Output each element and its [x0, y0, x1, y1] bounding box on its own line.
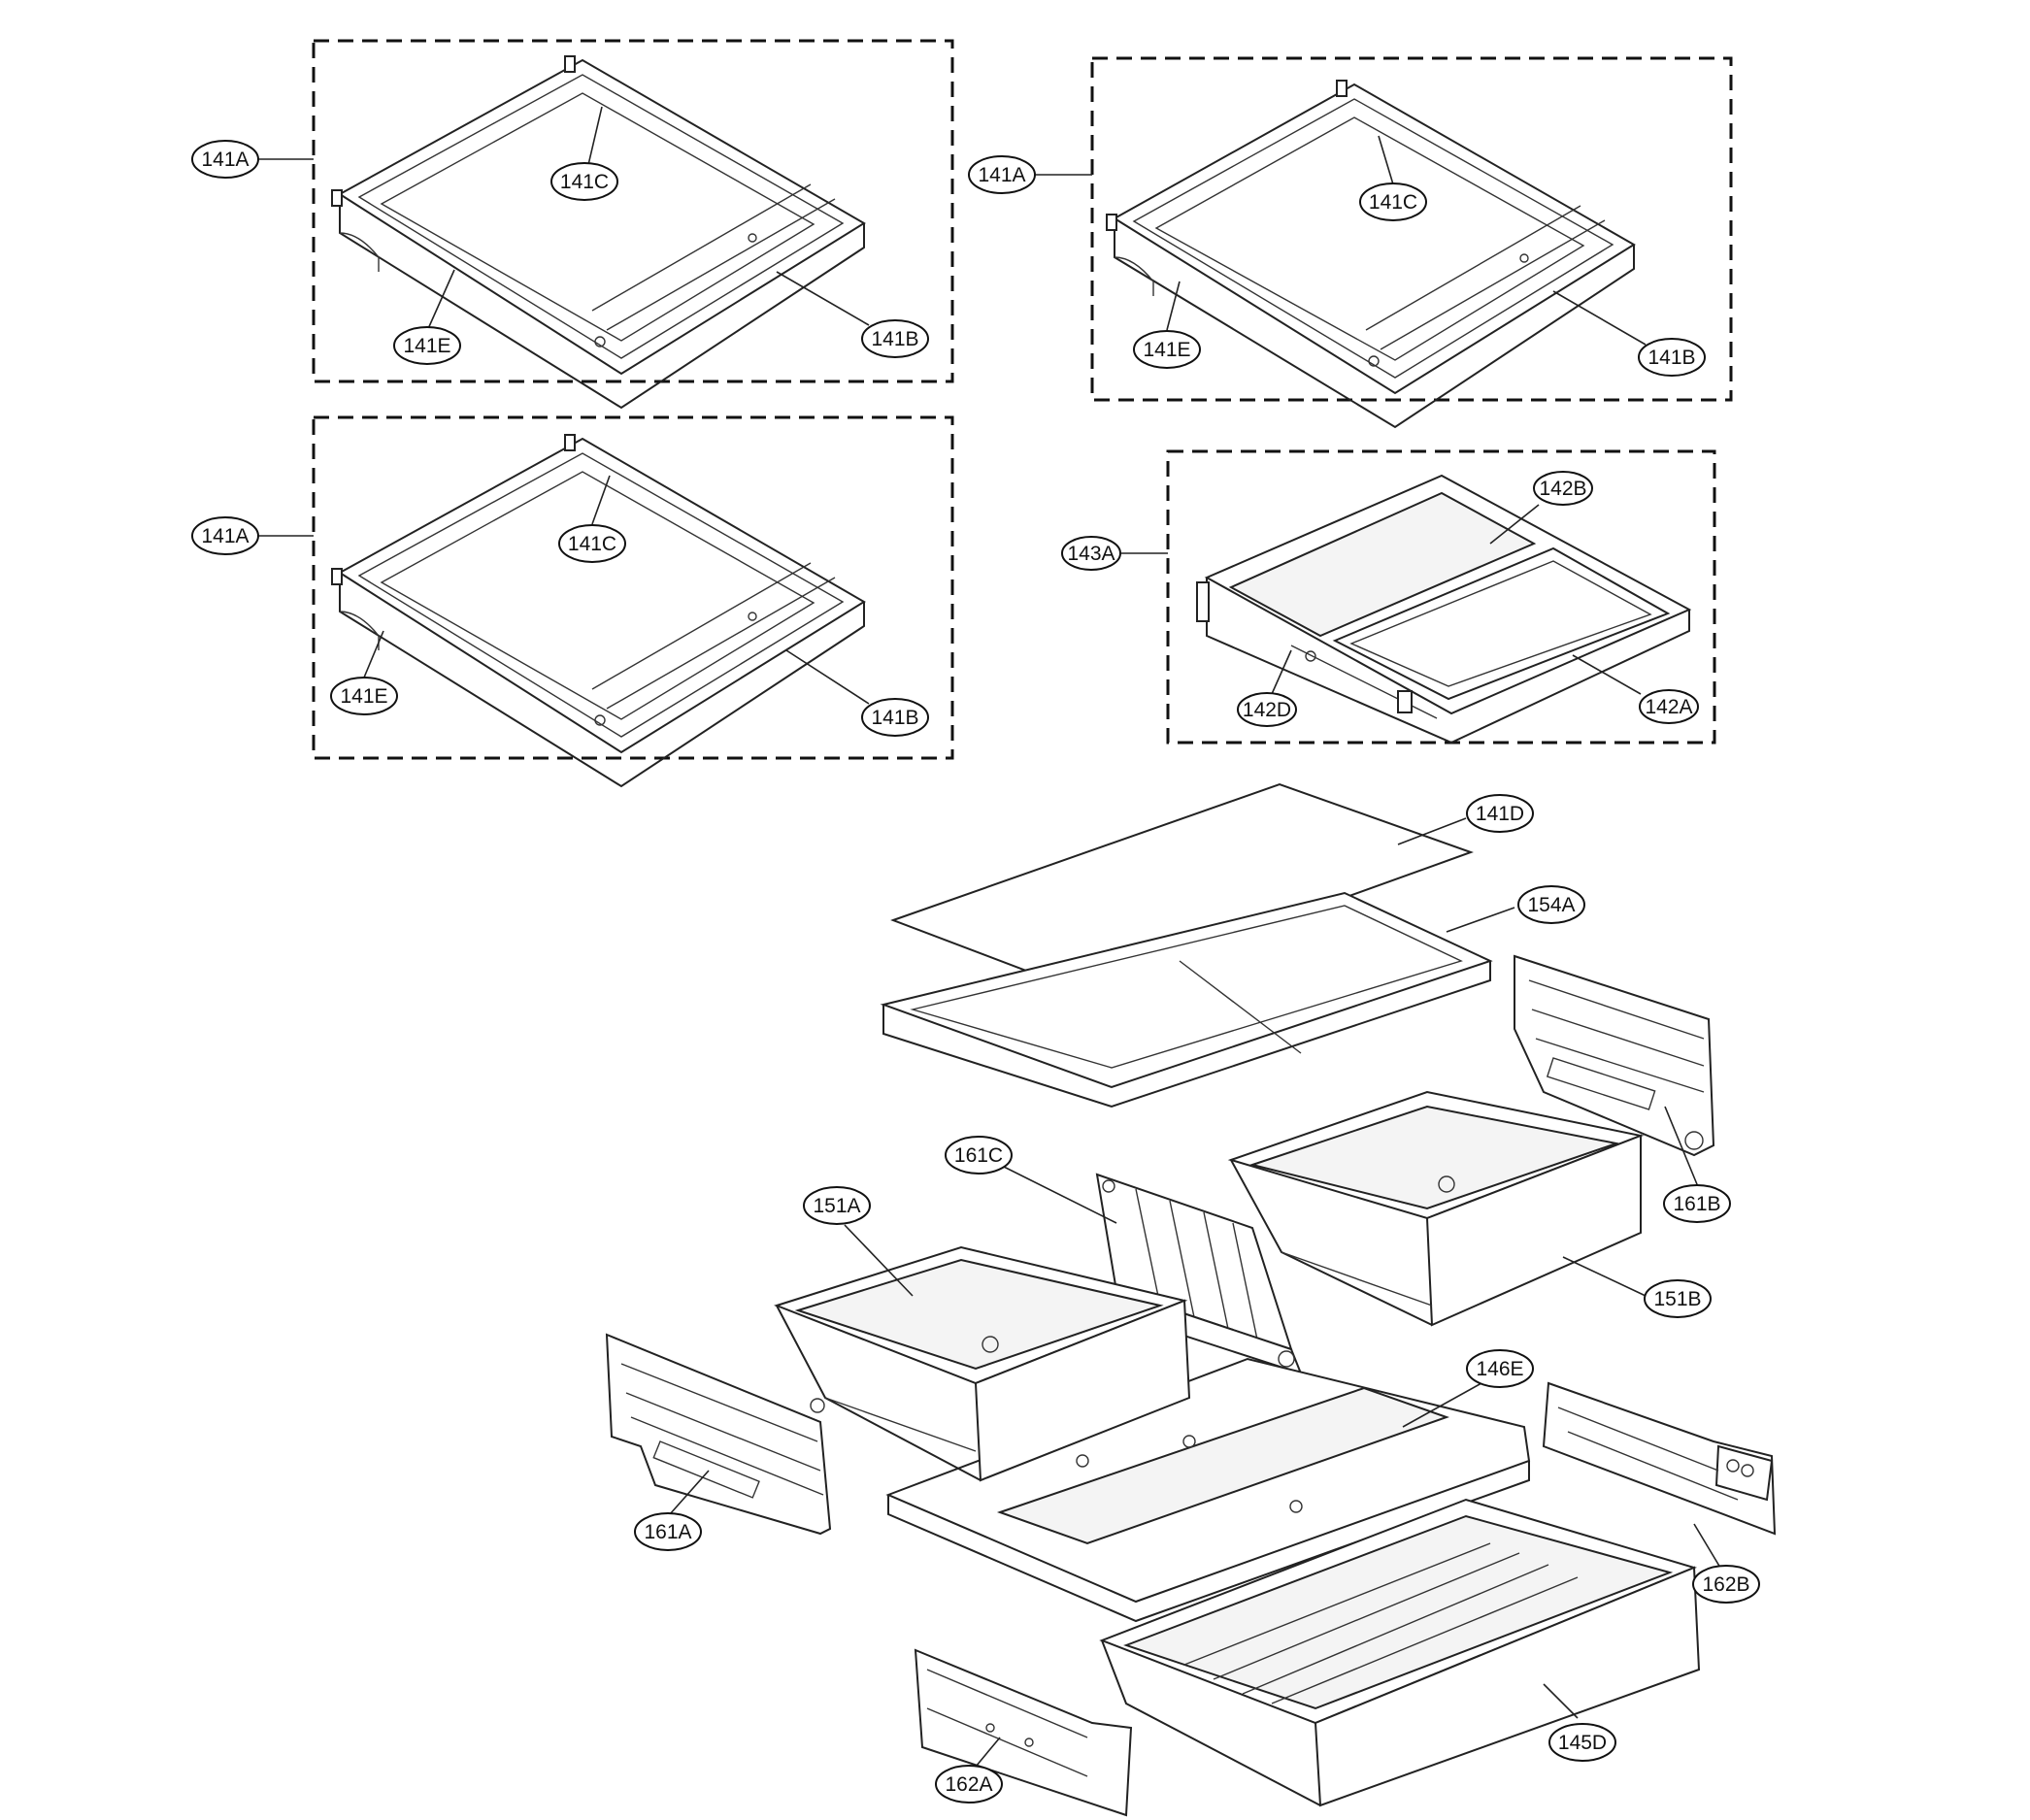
- callout-141e-3: 141E: [330, 677, 398, 715]
- crisper-drawer-151a: [773, 1245, 1191, 1482]
- bottom-drawer-145d: [1099, 1498, 1701, 1807]
- group-box-141a-1: [312, 39, 954, 383]
- lower-rail-162b: [1542, 1381, 1777, 1536]
- callout-141e-2: 141E: [1133, 330, 1201, 369]
- label-141b-2: 141B: [1647, 347, 1695, 369]
- shelf-assembly-141a-top-right: [1090, 56, 1733, 429]
- callout-162b: 162B: [1692, 1565, 1760, 1604]
- label-141b-3: 141B: [871, 707, 918, 729]
- label-151a: 151A: [813, 1195, 860, 1217]
- label-141d: 141D: [1476, 803, 1524, 825]
- group-box-143a: [1166, 449, 1716, 745]
- callout-142d: 142D: [1237, 692, 1297, 727]
- label-141c-2: 141C: [1369, 191, 1417, 214]
- callout-141a-1: 141A: [191, 140, 259, 179]
- callout-161a: 161A: [634, 1512, 702, 1551]
- leader-lines: [257, 106, 1724, 1768]
- label-145d: 145D: [1558, 1732, 1607, 1754]
- label-161b: 161B: [1673, 1193, 1720, 1215]
- callout-154a: 154A: [1517, 885, 1585, 924]
- callout-161b: 161B: [1663, 1184, 1731, 1223]
- callout-151a: 151A: [803, 1186, 871, 1225]
- label-146e: 146E: [1476, 1358, 1523, 1380]
- label-141e-2: 141E: [1143, 339, 1190, 361]
- group-box-141a-3: [312, 415, 954, 760]
- callout-161c: 161C: [945, 1136, 1013, 1175]
- callout-143a: 143A: [1061, 536, 1121, 571]
- label-162b: 162B: [1702, 1573, 1749, 1596]
- crisper-drawer-151b: [1227, 1090, 1645, 1327]
- label-141a-1: 141A: [201, 149, 249, 171]
- label-161c: 161C: [954, 1144, 1003, 1167]
- callout-141b-1: 141B: [861, 319, 929, 358]
- label-151b: 151B: [1653, 1288, 1701, 1310]
- shelf-assembly-141a-top-left: [312, 39, 954, 410]
- callouts: 141A 141C 141E 141B 141A 141C 141E 141B …: [191, 140, 1760, 1803]
- label-141e-1: 141E: [403, 335, 450, 357]
- callout-141c-3: 141C: [558, 524, 626, 563]
- label-162a: 162A: [945, 1773, 992, 1796]
- label-141b-1: 141B: [871, 328, 918, 350]
- label-141c-3: 141C: [568, 533, 616, 555]
- shelf-frame-141-1: [331, 55, 866, 410]
- callout-142b: 142B: [1533, 471, 1593, 506]
- callout-141a-3: 141A: [191, 516, 259, 555]
- label-142b: 142B: [1539, 478, 1586, 500]
- callout-146e: 146E: [1466, 1349, 1534, 1388]
- callout-141e-1: 141E: [393, 326, 461, 365]
- glass-panel-141d: [890, 782, 1474, 994]
- side-rail-161a: [605, 1333, 832, 1536]
- shelf-assembly-141a-middle-left: [312, 415, 954, 788]
- lower-rail-162a: [914, 1648, 1133, 1817]
- shelf-assembly-143a: [1166, 449, 1716, 745]
- label-161a: 161A: [644, 1521, 691, 1543]
- side-rail-161b: [1514, 954, 1715, 1157]
- split-shelf-142: [1196, 474, 1692, 745]
- label-154a: 154A: [1527, 894, 1575, 916]
- callout-141c-1: 141C: [550, 162, 618, 201]
- callout-142a: 142A: [1639, 689, 1699, 724]
- callout-141d: 141D: [1466, 794, 1534, 833]
- label-143a: 143A: [1067, 543, 1115, 565]
- callout-141b-2: 141B: [1638, 338, 1706, 377]
- crisper-assembly: [605, 782, 1777, 1817]
- callout-141c-2: 141C: [1359, 182, 1427, 221]
- callout-141b-3: 141B: [861, 698, 929, 737]
- label-141c-1: 141C: [560, 171, 609, 193]
- callout-162a: 162A: [935, 1765, 1003, 1803]
- shelf-frame-141-2: [1106, 80, 1636, 429]
- label-142d: 142D: [1243, 699, 1291, 721]
- shelf-frame-141-3: [331, 434, 866, 788]
- cover-frame-154a: [880, 891, 1493, 1109]
- label-141e-3: 141E: [340, 685, 387, 708]
- callout-145d: 145D: [1548, 1723, 1616, 1762]
- label-141a-3: 141A: [201, 525, 249, 547]
- label-142a: 142A: [1645, 696, 1692, 718]
- group-box-141a-2: [1090, 56, 1733, 402]
- label-141a-2: 141A: [978, 164, 1025, 186]
- callout-151b: 151B: [1644, 1279, 1712, 1318]
- callout-141a-2: 141A: [968, 155, 1036, 194]
